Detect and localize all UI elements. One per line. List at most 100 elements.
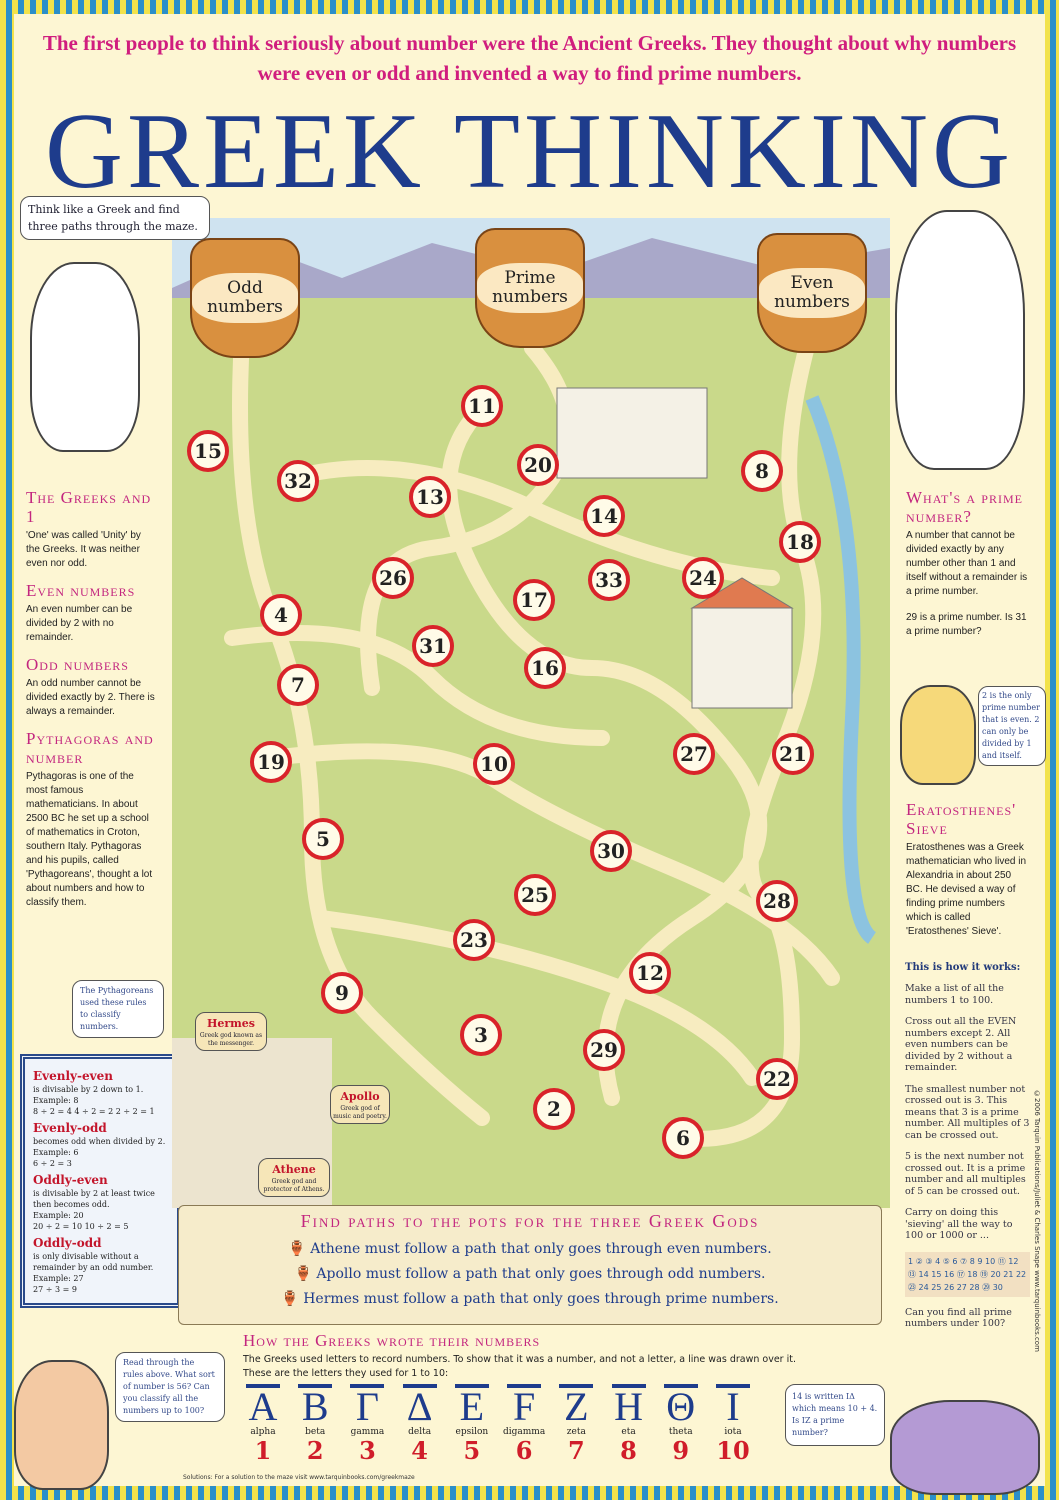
maze-number[interactable]: 2 <box>533 1088 575 1130</box>
letter-value: 3 <box>359 1436 376 1465</box>
rule-example: Example: 27 <box>33 1274 84 1283</box>
instruction-text: Hermes must follow a path that only goes… <box>303 1291 779 1307</box>
maze-number[interactable]: 20 <box>517 444 559 486</box>
speech-bubble-pythagoreans: The Pythagoreans used these rules to cla… <box>72 980 164 1038</box>
rule-desc: is divisable by 2 down to 1. <box>33 1085 144 1094</box>
maze-number[interactable]: 10 <box>473 743 515 785</box>
maze-number[interactable]: 3 <box>460 1014 502 1056</box>
letter-value: 7 <box>567 1436 585 1465</box>
rule-calc: 8 ÷ 2 = 4 4 ÷ 2 = 2 2 ÷ 2 = 1 <box>33 1107 155 1116</box>
greek-man-with-abacus-illustration <box>895 210 1025 470</box>
maze-number[interactable]: 12 <box>629 952 671 994</box>
maze-number[interactable]: 17 <box>513 579 555 621</box>
greek-girl-illustration <box>14 1360 109 1490</box>
god-name: Apollo <box>340 1090 380 1103</box>
scroll-heading: Find paths to the pots for the three Gre… <box>300 1211 760 1231</box>
maze-number[interactable]: 6 <box>662 1117 704 1159</box>
maze-number[interactable]: 7 <box>277 664 319 706</box>
maze-number[interactable]: 23 <box>453 919 495 961</box>
speech-bubble-prime: 2 is the only prime number that is even.… <box>978 686 1046 766</box>
maze-number[interactable]: 5 <box>302 818 344 860</box>
maze-number[interactable]: 22 <box>756 1058 798 1100</box>
rule-example: Example: 20 <box>33 1211 84 1220</box>
maze-paths <box>172 218 890 1208</box>
sieve-instructions: This is how it works: Make a list of all… <box>905 962 1030 1330</box>
maze-number[interactable]: 33 <box>588 559 630 601</box>
maze-number[interactable]: 11 <box>461 385 503 427</box>
speech-bubble-maze: Think like a Greek and find three paths … <box>20 196 210 240</box>
running-greek-boy-illustration <box>30 262 140 452</box>
maze-number[interactable]: 4 <box>260 594 302 636</box>
section-heading: The Greeks and 1 <box>26 488 152 526</box>
section-text: Pythagoras is one of the most famous mat… <box>26 771 153 908</box>
sieve-step: Carry on doing this 'sieving' all the wa… <box>905 1207 1013 1241</box>
greek-girl-blonde-illustration <box>900 685 976 785</box>
letter-value: 10 <box>716 1436 750 1465</box>
instruction-text: Athene must follow a path that only goes… <box>310 1241 772 1257</box>
maze-number[interactable]: 15 <box>187 430 229 472</box>
maze-number[interactable]: 18 <box>779 521 821 563</box>
maze-number[interactable]: 8 <box>741 450 783 492</box>
pot-2[interactable]: Even numbers <box>757 233 867 353</box>
god-name: Hermes <box>206 1017 256 1030</box>
sieve-grid: 1 ② ③ 4 ⑤ 6 ⑦ 8 9 10 ⑪ 12 ⑬ 14 15 16 ⑰ 1… <box>905 1251 1030 1297</box>
god-desc: Greek god and protector of Athens. <box>263 1178 325 1193</box>
right-info-column-2: Eratosthenes' Sieve Eratosthenes was a G… <box>906 790 1028 939</box>
letter-value: 5 <box>463 1436 481 1465</box>
section-heading: Pythagoras and number <box>26 729 154 767</box>
instructions-scroll: Find paths to the pots for the three Gre… <box>178 1205 882 1325</box>
maze-number[interactable]: 28 <box>756 880 798 922</box>
maze-number[interactable]: 26 <box>372 557 414 599</box>
sieve-step: The smallest number not crossed out is 3… <box>905 1083 1030 1141</box>
section-heading: Even numbers <box>26 581 136 600</box>
maze-number[interactable]: 21 <box>772 733 814 775</box>
maze-number[interactable]: 30 <box>590 830 632 872</box>
section-text: A number that cannot be divided exactly … <box>906 530 1028 597</box>
rule-calc: 27 ÷ 3 = 9 <box>33 1285 77 1294</box>
god-desc: Greek god known as the messenger. <box>199 1032 263 1047</box>
intro-text: The first people to think seriously abou… <box>42 31 1017 85</box>
greek-letter: H <box>611 1384 646 1427</box>
letter-value: 4 <box>411 1436 428 1465</box>
rule-example: Example: 6 <box>33 1148 79 1157</box>
letter-value: 6 <box>515 1436 533 1465</box>
maze-number[interactable]: 27 <box>673 733 715 775</box>
maze-number[interactable]: 16 <box>524 647 566 689</box>
maze-number[interactable]: 32 <box>277 460 319 502</box>
maze-number[interactable]: 19 <box>250 741 292 783</box>
letter-name: digamma <box>502 1427 546 1437</box>
letter-name: iota <box>724 1427 742 1437</box>
maze-number[interactable]: 31 <box>412 625 454 667</box>
rule-desc: is only divisable without a remainder by… <box>33 1252 154 1272</box>
section-heading: Eratosthenes' Sieve <box>906 800 1017 838</box>
greek-letter: I <box>715 1384 750 1427</box>
pot-1[interactable]: Prime numbers <box>475 228 585 348</box>
right-info-column-1: What's a prime number? A number that can… <box>906 478 1028 639</box>
maze-number[interactable]: 14 <box>583 495 625 537</box>
maze-number[interactable]: 24 <box>682 557 724 599</box>
maze-number[interactable]: 25 <box>514 874 556 916</box>
maze-number[interactable]: 9 <box>321 972 363 1014</box>
maze-number[interactable]: 13 <box>409 476 451 518</box>
section-text: Eratosthenes was a Greek mathematician w… <box>906 842 1027 937</box>
classification-rules-panel: Evenly-even is divisable by 2 down to 1. E… <box>20 1054 182 1308</box>
rule-name: Evenly-even <box>33 1069 113 1083</box>
maze-number[interactable]: 29 <box>583 1029 625 1071</box>
instruction-hermes: 🏺 Hermes must follow a path that only go… <box>281 1291 779 1307</box>
letter-name: alpha <box>250 1427 276 1437</box>
letter-name: eta <box>621 1427 636 1437</box>
pot-0[interactable]: Odd numbers <box>190 238 300 358</box>
rule-example: Example: 8 <box>33 1096 79 1105</box>
